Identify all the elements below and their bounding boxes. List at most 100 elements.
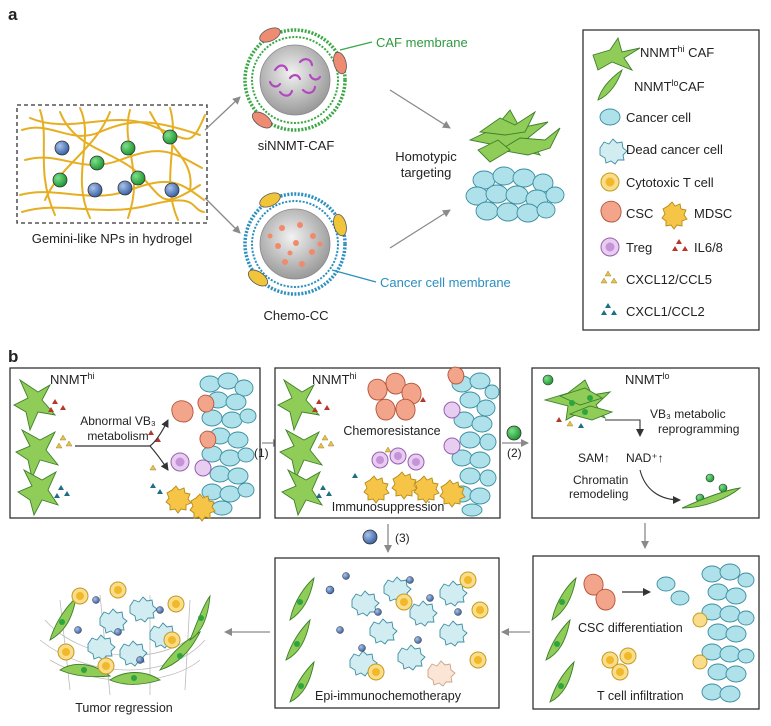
box2-tumor-mdsc (439, 479, 466, 508)
box-1: NNMThi Abnormal VB₃ metabolism (9, 367, 261, 522)
box3-cytokines (556, 417, 584, 428)
legend-cxcl1-text: CXCL1/CCL2 (626, 304, 705, 319)
box-5: Epi-immunochemotherapy (274, 557, 500, 709)
box3-nnmt-label: NNMTlo (625, 371, 670, 387)
legend-cxcl12-text: CXCL12/CCL5 (626, 272, 712, 287)
box5-label: Epi-immunochemotherapy (315, 689, 462, 703)
box3-arrow-vb3 (605, 419, 644, 437)
box1-csc (171, 400, 194, 423)
legend-nnmt-hi-text: NNMThi CAF (640, 44, 714, 60)
tumor-regression-label: Tumor regression (75, 701, 173, 715)
hydrogel-box (16, 104, 208, 224)
box1-abnormal-line2: metabolism (87, 429, 148, 443)
box2-tumor-csc (447, 366, 465, 385)
sinnmt-caf-nanoparticle (243, 27, 347, 132)
legend-nnmt-lo-text: NNMTloCAF (634, 78, 705, 94)
box1-mdsc (165, 485, 192, 514)
legend-t-cell-text: Cytotoxic T cell (626, 175, 714, 190)
step-2-label: (2) (507, 446, 522, 460)
box3-arrow-chromatin (639, 469, 681, 504)
arrow-hydrogel-to-cc (204, 197, 241, 234)
legend-cancer-cell-icon (599, 108, 621, 126)
tumor-regression-illustration (39, 581, 211, 696)
box2-immunosuppression: Immunosuppression (332, 500, 445, 514)
legend-cxcl12-icon (600, 270, 618, 284)
sinnmt-caf-label: siNNMT-CAF (258, 138, 335, 153)
arrow-caf-to-target (389, 89, 451, 129)
box3-caf-green-dots (569, 395, 593, 415)
box1-abnormal-line1: Abnormal VB₃ (80, 414, 156, 428)
legend-dead-cancer-cell-text: Dead cancer cell (626, 142, 723, 157)
box1-nnmt-label: NNMThi (50, 371, 95, 387)
arrow-cc-to-target (389, 209, 451, 249)
box2-chemoresistance: Chemoresistance (343, 424, 440, 438)
box2-tumor-treg-2 (443, 437, 461, 455)
box-3: NNMTlo VB₃ metabolic reprogramming SAM↑ … (531, 367, 760, 519)
box3-nad: NAD⁺↑ (626, 451, 664, 465)
box5-dead-csc (427, 660, 456, 687)
step-2-green-np (506, 425, 522, 441)
legend-nnmt-hi-icon (592, 36, 641, 71)
box1-tumor-csc-2 (199, 430, 217, 449)
box2-treg-group (371, 447, 425, 471)
box3-sam: SAM↑ (578, 451, 610, 465)
box3-lo-caf (681, 487, 742, 509)
box2-mdsc-group (363, 471, 440, 504)
legend-nnmt-lo-icon (597, 68, 623, 101)
homotypic-label-line1: Homotypic (395, 149, 457, 164)
box2-csc-group (367, 372, 422, 421)
legend-il6-8-text: IL6/8 (694, 240, 723, 255)
box4-tumor-column (701, 563, 755, 703)
box3-vb3-line1: VB₃ metabolic (650, 407, 726, 421)
box1-tumor-mdsc (189, 493, 216, 522)
homotypic-label-line2: targeting (401, 165, 452, 180)
legend-mdsc-text: MDSC (694, 206, 732, 221)
box4-differentiated-cells (656, 576, 690, 606)
chemo-cc-label: Chemo-CC (263, 308, 328, 323)
panel-b-letter: b (8, 347, 18, 366)
box4-csc-differentiation: CSC differentiation (578, 621, 683, 635)
cancer-membrane-pointer (331, 269, 377, 283)
cancer-membrane-label: Cancer cell membrane (380, 275, 511, 290)
legend-il6-8-icon (672, 239, 688, 251)
box-2: NNMThi Chemoresistance Immunosuppression (274, 366, 501, 519)
box4-t-infiltration: T cell infiltration (597, 689, 684, 703)
legend-dead-cancer-cell-icon (599, 138, 628, 165)
legend-cxcl1-icon (601, 303, 617, 315)
box1-tumor-csc-1 (197, 394, 215, 413)
target-caf-cluster (468, 109, 561, 163)
caf-membrane-label: CAF membrane (376, 35, 468, 50)
box5-green-dots (294, 599, 304, 689)
hydrogel-nanoparticles (52, 129, 180, 198)
box2-nnmt-label: NNMThi (312, 371, 357, 387)
box4-t-cells (601, 647, 637, 681)
legend-csc-icon (600, 200, 622, 223)
target-cancer-cluster (465, 166, 565, 223)
legend-treg-text: Treg (626, 240, 652, 255)
step-3-blue-np (362, 529, 378, 545)
box5-lo-cafs (285, 576, 315, 703)
step-1-label: (1) (254, 446, 269, 460)
box4-tumor-tcells (692, 612, 708, 670)
caf-membrane-pointer (339, 41, 373, 51)
box2-tumor-treg-1 (443, 401, 461, 419)
box3-chromatin-line2: remodeling (569, 487, 628, 501)
hydrogel-fibers (19, 107, 206, 221)
box4-green-dots (554, 599, 565, 689)
arrow-hydrogel-to-caf (204, 96, 241, 131)
box4-lo-cafs (545, 576, 577, 703)
legend-treg-nucleus (605, 242, 615, 252)
box5-blue-nps (325, 572, 462, 652)
box1-tumor-treg (194, 459, 212, 477)
legend-t-cell-nucleus (605, 177, 615, 187)
box5-t-cells (367, 571, 489, 681)
step-3-label: (3) (395, 531, 410, 545)
box1-cytokines (48, 399, 163, 498)
box1-arrow-down (149, 445, 169, 471)
panel-a-letter: a (8, 5, 18, 24)
legend-csc-text: CSC (626, 206, 653, 221)
box1-caf-column (13, 378, 60, 517)
legend-cancer-cell-text: Cancer cell (626, 110, 691, 125)
box3-green-nps (542, 374, 728, 503)
